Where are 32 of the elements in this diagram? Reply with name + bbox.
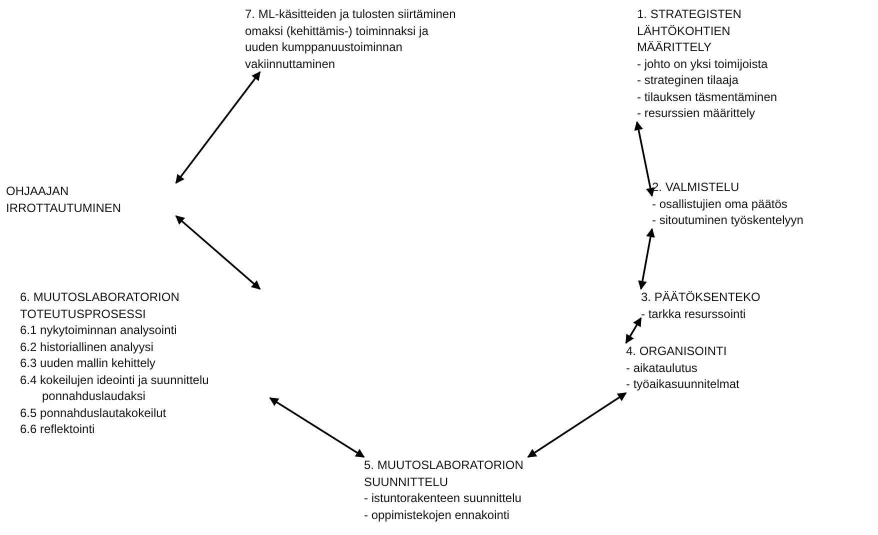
stage-item: 6.6 reflektointi (20, 421, 96, 438)
stage-item: - tilauksen täsmentäminen (637, 88, 778, 105)
stage-item: 6.4 kokeilujen ideointi ja suunnittelu ponnahduslaudaksi (20, 372, 210, 404)
double-arrow (175, 71, 261, 184)
double-arrow (625, 317, 642, 344)
stage-heading: 3. PÄÄTÖKSENTEKO (641, 289, 760, 306)
stage-heading: OHJAAJAN IRROTTAUTUMINEN (6, 183, 122, 216)
stage-item: - osallistujien oma päätös (652, 196, 788, 212)
stage-heading: 6. MUUTOSLABORATORION TOTEUTUSPROSESSI (20, 289, 180, 322)
stage-item: 6.1 nykytoiminnan analysointi (20, 322, 178, 338)
stage-heading: 4. ORGANISOINTI (626, 343, 728, 360)
stage-heading: 7. ML-käsitteiden ja tulosten siirtäminen omaksi (kehittämis-) toiminnaksi ja uuden kumppanuustoiminnan vakiinnuttaminen (245, 6, 457, 72)
stage-item: 6.3 uuden mallin kehittely (20, 355, 156, 372)
double-arrow (634, 121, 655, 197)
stage-item: - resurssien määrittely (637, 105, 756, 122)
double-arrow (638, 228, 655, 290)
stage-heading: 5. MUUTOSLABORATORION SUUNNITTELU (364, 457, 524, 490)
stage-item: - työaikasuunnitelmat (626, 376, 740, 392)
stage-item: - aikataulutus (626, 360, 698, 376)
double-arrow (269, 397, 365, 458)
stage-item: 6.2 historiallinen analyysi (20, 338, 154, 355)
stage-heading: 2. VALMISTELU (652, 179, 740, 196)
stage-item: 6.5 ponnahduslautakokeilut (20, 404, 168, 421)
double-arrow (527, 392, 627, 458)
double-arrow (175, 215, 261, 290)
stage-item: - oppimistekojen ennakointi (364, 506, 510, 523)
stage-heading: 1. STRATEGISTEN LÄHTÖKOHTIEN MÄÄRITTELY (637, 6, 742, 56)
stage-item: - strateginen tilaaja (637, 72, 740, 88)
stage-item: - istuntorakenteen suunnittelu (364, 490, 522, 506)
stage-item: - tarkka resurssointi (641, 306, 747, 322)
stage-item: - johto on yksi toimijoista (637, 56, 769, 72)
stage-item: - sitoutuminen työskentelyyn (652, 212, 804, 228)
